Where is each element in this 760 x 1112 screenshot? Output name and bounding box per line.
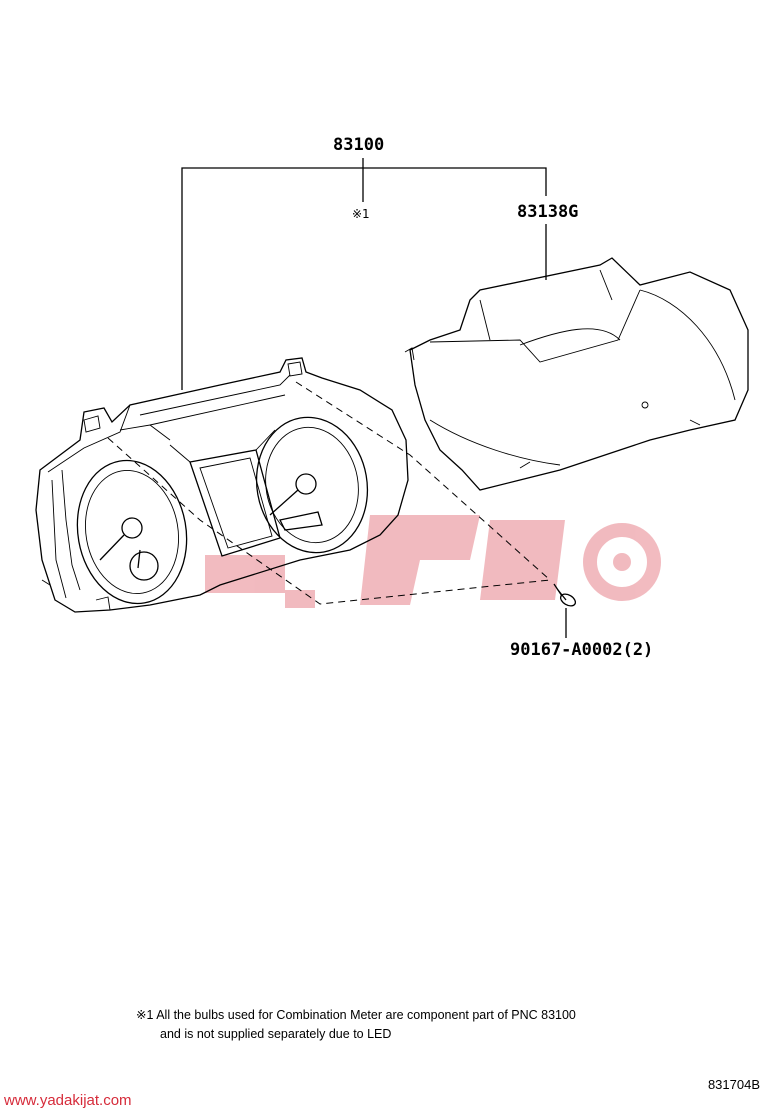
watermark-url[interactable]: www.yadakijat.com	[4, 1092, 132, 1109]
meter-hood	[404, 257, 749, 491]
label-note-ref: ※1	[352, 207, 370, 221]
watermark-logo	[205, 515, 661, 608]
footnote-line-2: and is not supplied separately due to LE…	[160, 1027, 392, 1041]
diagram-id: 831704B	[707, 1077, 760, 1092]
combination-meter	[35, 357, 409, 613]
label-83100: 83100	[333, 135, 384, 155]
alignment-lines	[107, 381, 551, 605]
leader-lines	[181, 158, 567, 638]
footnote-line-1: ※1 All the bulbs used for Combination Me…	[136, 1008, 576, 1022]
screw-icon	[553, 583, 577, 607]
label-83138g: 83138G	[517, 202, 578, 222]
label-90167: 90167-A0002(2)	[510, 640, 653, 660]
